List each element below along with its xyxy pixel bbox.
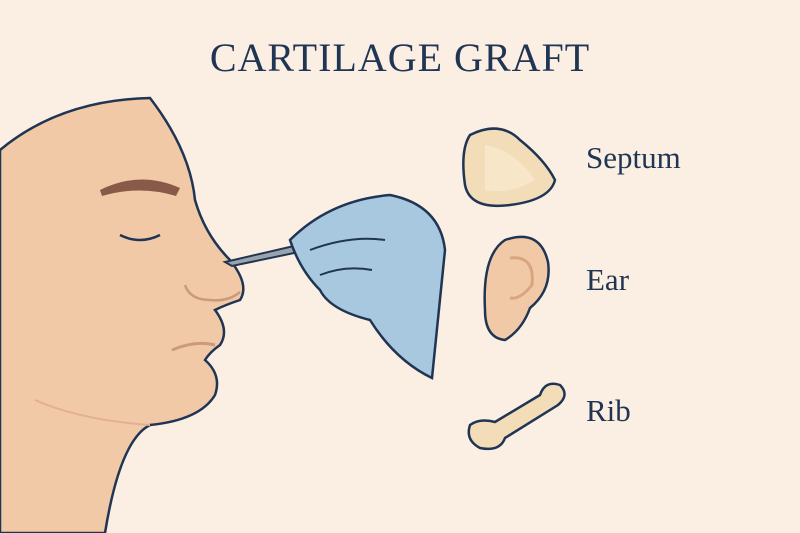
gloved-hand-with-forceps [222,193,447,380]
label-ear: Ear [586,262,630,297]
face-profile [0,96,245,533]
rib-icon [467,382,566,451]
septum-cartilage-icon [462,127,557,208]
label-rib: Rib [586,393,631,428]
page-title: CARTILAGE GRAFT [209,35,591,80]
ear-icon [483,235,550,342]
label-septum: Septum [586,140,681,175]
